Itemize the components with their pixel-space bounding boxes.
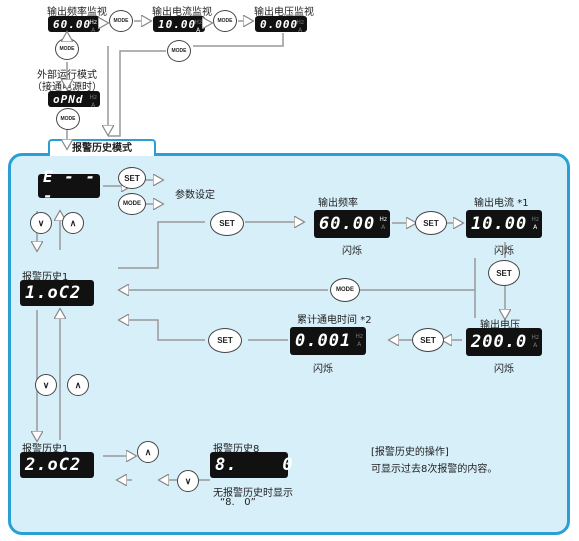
alarm-history1b-display: 2.oC2 xyxy=(20,452,94,478)
alarm-history1-digits: 1.oC2 xyxy=(25,283,82,303)
mode-button[interactable]: MODE xyxy=(118,193,146,215)
alarm-history8-display: 8. 0 xyxy=(210,452,293,478)
up-button[interactable]: ∧ xyxy=(67,374,89,396)
alarm-history1b-digits: 2.oC2 xyxy=(25,455,82,475)
output-freq-blink: 闪烁 xyxy=(342,246,362,257)
set-button[interactable]: SET xyxy=(415,211,447,235)
alarm-history8-label: 报警历史8 xyxy=(213,444,260,455)
external-mode-digits: oPNd xyxy=(53,92,84,106)
note-1: *1 xyxy=(517,198,529,209)
alarm-mode-digits: E - - - xyxy=(43,167,97,205)
voltage-monitor-label: 输出电压监视 xyxy=(254,7,314,18)
mode-button[interactable]: MODE xyxy=(167,40,191,62)
output-current-label: 输出电流 *1 xyxy=(474,198,529,209)
set-button[interactable]: SET xyxy=(208,328,242,353)
freq-monitor-digits: 60.00 xyxy=(53,17,92,31)
current-monitor-label: 输出电流监视 xyxy=(152,7,212,18)
alarm-history1b-label: 报警历史1 xyxy=(22,444,69,455)
output-freq-label: 输出频率 xyxy=(318,198,358,209)
mode-button[interactable]: MODE xyxy=(330,278,360,302)
operation-title: [报警历史的操作] xyxy=(371,447,449,458)
down-button[interactable]: ∨ xyxy=(177,470,199,492)
cumulative-time-digits: 0.001 xyxy=(295,331,352,351)
alarm-mode-display: E - - - xyxy=(38,167,100,205)
param-setting-label: 参数设定 xyxy=(175,190,215,201)
cumulative-time-label: 累计通电时间 *2 xyxy=(297,315,372,326)
output-voltage-blink: 闪烁 xyxy=(494,364,514,375)
no-history-line1: 无报警历史时显示 xyxy=(213,488,293,499)
note-2: *2 xyxy=(360,315,372,326)
mode-button[interactable]: MODE xyxy=(56,108,80,130)
set-button[interactable]: SET xyxy=(412,328,444,352)
output-current-digits: 10.00 xyxy=(471,214,528,234)
down-button[interactable]: ∨ xyxy=(35,374,57,396)
no-history-line2: “8. 0” xyxy=(220,497,256,508)
output-current-blink: 闪烁 xyxy=(494,246,514,257)
output-freq-digits: 60.00 xyxy=(319,214,376,234)
up-button[interactable]: ∧ xyxy=(137,441,159,463)
cumulative-time-blink: 闪烁 xyxy=(313,364,333,375)
alarm-history1-display: 1.oC2 xyxy=(20,280,94,306)
alarm-history1-label: 报警历史1 xyxy=(22,272,69,283)
freq-monitor-label: 输出频率监视 xyxy=(47,7,107,18)
set-button[interactable]: SET xyxy=(210,211,244,236)
output-voltage-digits: 200.0 xyxy=(471,332,528,352)
down-button[interactable]: ∨ xyxy=(30,212,52,234)
up-button[interactable]: ∧ xyxy=(62,212,84,234)
voltage-monitor-digits: 0.000 xyxy=(260,17,299,31)
panel-title: 报警历史模式 xyxy=(48,139,156,156)
set-button[interactable]: SET xyxy=(488,260,520,286)
set-button[interactable]: SET xyxy=(118,167,146,189)
alarm-history8-digits: 8. 0 xyxy=(215,455,294,475)
operation-desc: 可显示过去8次报警的内容。 xyxy=(371,464,498,475)
current-monitor-digits: 10.00 xyxy=(158,17,197,31)
output-voltage-label: 输出电压 xyxy=(480,320,520,331)
